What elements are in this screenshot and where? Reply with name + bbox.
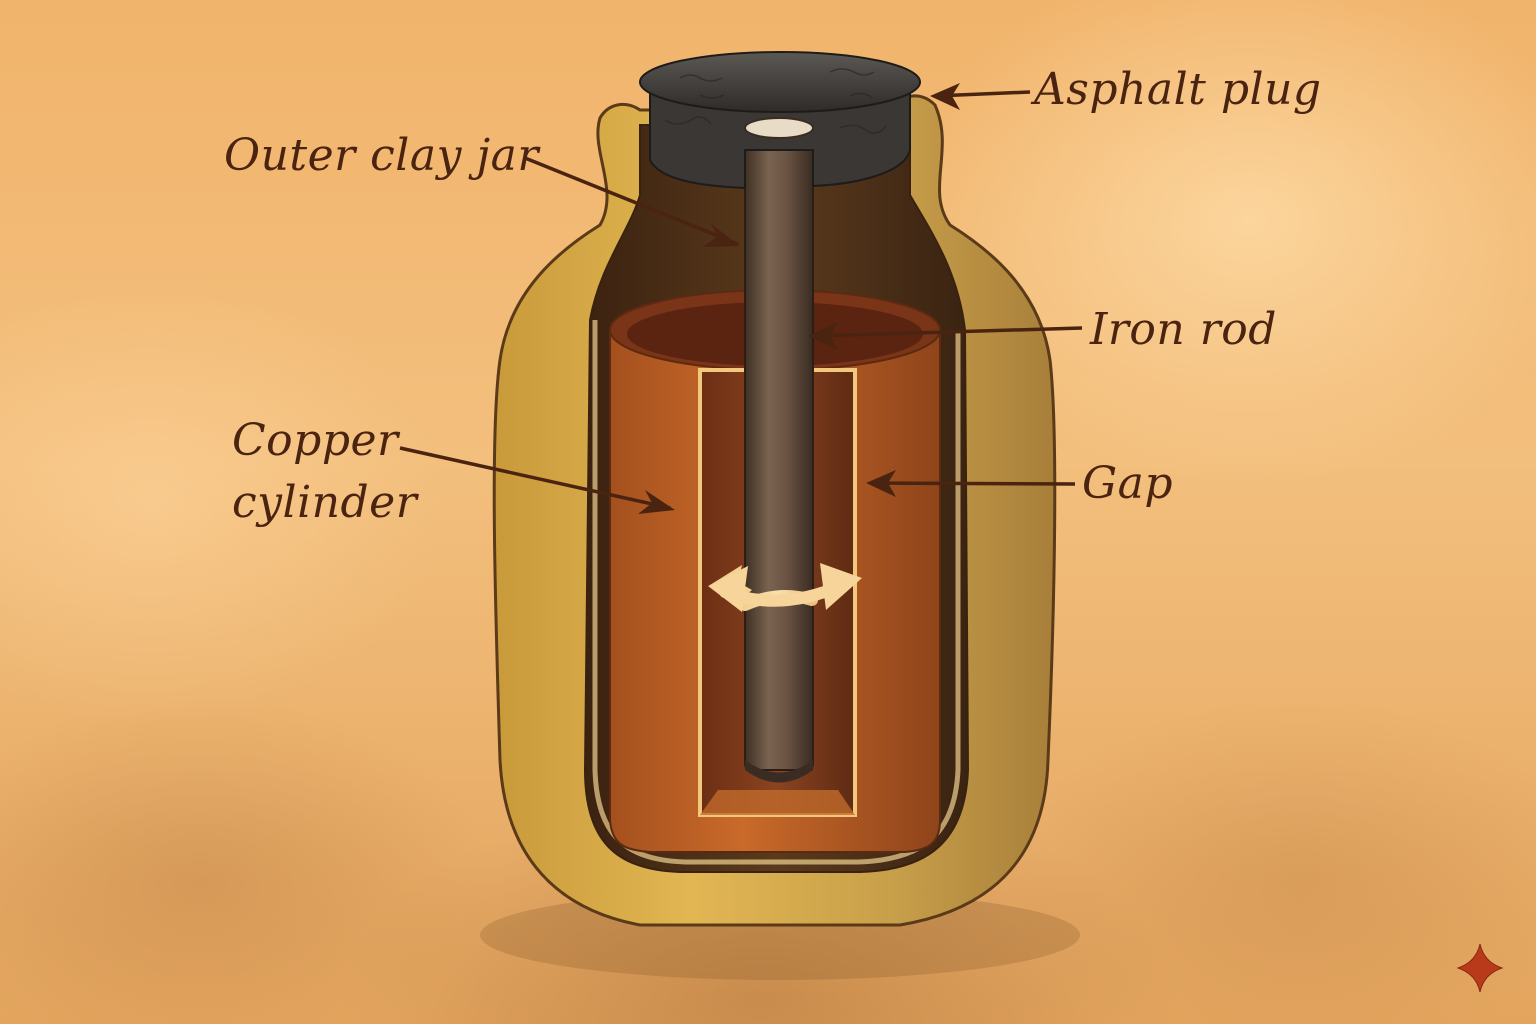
label-asphalt-plug: Asphalt plug [1034, 64, 1322, 115]
label-copper-cylinder: Copper cylinder [232, 410, 417, 534]
four-point-star-icon [1456, 943, 1504, 993]
label-copper-line2: cylinder [232, 477, 418, 528]
label-outer-clay-jar: Outer clay jar [224, 130, 539, 181]
gap-double-arrow [708, 563, 862, 612]
leader-lines [399, 90, 1083, 510]
label-copper-line1: Copper [232, 415, 399, 466]
iron-rod-top [744, 117, 814, 139]
label-gap: Gap [1082, 458, 1174, 509]
leader-arrowheads [638, 83, 960, 514]
iron-rod [744, 124, 814, 783]
label-iron-rod: Iron rod [1090, 304, 1277, 355]
